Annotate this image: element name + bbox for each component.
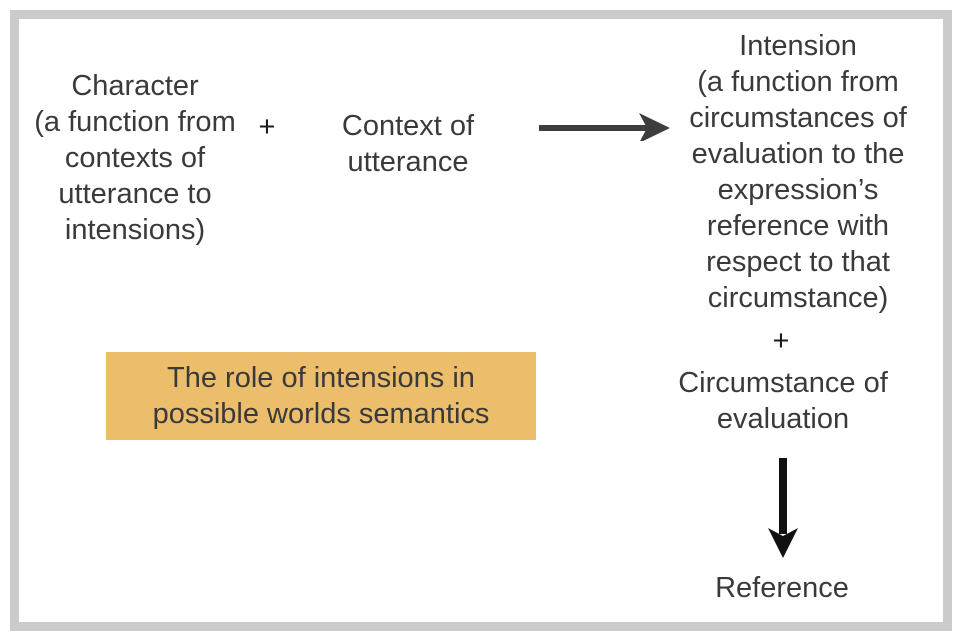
intension-node: Intension (a function from circumstances… xyxy=(689,30,907,314)
circumstance-node: Circumstance of evaluation xyxy=(678,367,888,435)
down-arrow-icon xyxy=(768,458,798,558)
right-arrow-icon xyxy=(539,113,670,141)
plus-operator-right: + xyxy=(772,325,790,357)
diagram-frame xyxy=(10,10,952,631)
title-highlight-box: The role of intensions in possible world… xyxy=(106,352,536,440)
reference-node: Reference xyxy=(715,572,849,604)
context-node: Context of utterance xyxy=(341,110,475,178)
plus-operator-top: + xyxy=(258,111,276,143)
character-node: Character (a function from contexts of u… xyxy=(34,70,236,246)
